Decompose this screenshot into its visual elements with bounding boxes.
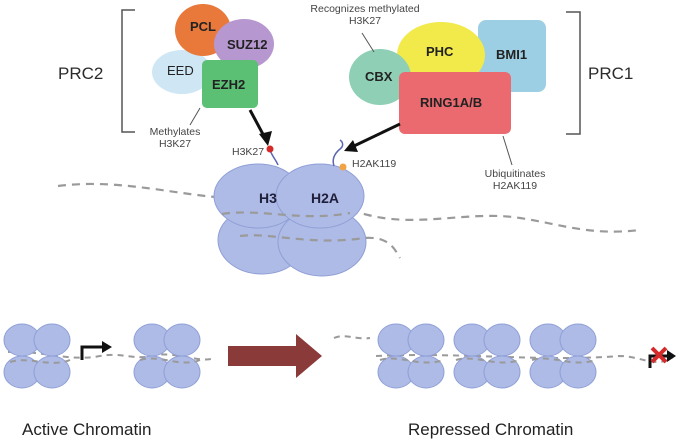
eed-label: EED (167, 63, 194, 78)
dna-wrap-large (221, 211, 401, 259)
nucleosome-repressed-1 (377, 323, 445, 389)
ubiq-leader-line (502, 135, 513, 166)
ezh2-arrowhead (259, 131, 272, 146)
dna-strand-top (57, 182, 641, 233)
phc-label: PHC (426, 44, 454, 59)
h3-label: H3 (259, 190, 277, 206)
suz12-protein (214, 19, 274, 69)
prc2-label: PRC2 (58, 64, 104, 83)
cbx-leader-line (361, 32, 375, 53)
tss-arrow-active (80, 345, 104, 360)
ring-protein (399, 72, 511, 134)
nucleosome-active-2 (133, 323, 201, 389)
recognizes-note: Recognizes methylated H3K27 (310, 3, 420, 28)
nucleosome-active-1 (3, 323, 71, 389)
suz12-label: SUZ12 (227, 37, 268, 52)
h2a-label: H2A (311, 190, 340, 206)
h3k27-methyl-mark (266, 145, 274, 153)
tss-arrowhead-repressed (667, 350, 676, 362)
nucleosome-repressed-2 (453, 323, 521, 389)
ring-arrowhead (344, 140, 358, 152)
prc2-bracket (121, 9, 135, 133)
cbx-label: CBX (365, 69, 393, 84)
phc-protein (397, 22, 485, 88)
h2a-tail (332, 139, 344, 167)
eed-protein (152, 50, 212, 94)
block-x-icon (650, 346, 668, 364)
ezh2-label: EZH2 (212, 77, 246, 92)
methylates-note: Methylates H3K27 (149, 126, 201, 151)
bmi1-label: BMI1 (496, 47, 528, 62)
prc1-bracket (566, 11, 581, 135)
h3k27-label: H3K27 (232, 146, 265, 158)
methyl-leader-line (189, 107, 201, 126)
prc1-label: PRC1 (588, 64, 634, 83)
cbx-protein (349, 49, 411, 105)
nucleosome-repressed-3 (529, 323, 597, 389)
tss-arrowhead-active (102, 341, 112, 353)
active-chromatin-caption: Active Chromatin (22, 420, 152, 439)
transition-arrow (228, 334, 322, 378)
ubiquitinates-note: Ubiquitinates H2AK119 (484, 168, 546, 193)
h2ak119-label: H2AK119 (352, 158, 397, 170)
pcl-label: PCL (190, 19, 216, 34)
h2a-histone (275, 163, 365, 229)
ezh2-protein (202, 60, 258, 108)
ring-label: RING1A/B (420, 95, 483, 110)
ring-arrow (353, 122, 401, 148)
h2ak119-ubiquitin-mark (339, 163, 347, 171)
nucleosome-large (213, 163, 367, 277)
repressed-chromatin-caption: Repressed Chromatin (408, 420, 574, 439)
